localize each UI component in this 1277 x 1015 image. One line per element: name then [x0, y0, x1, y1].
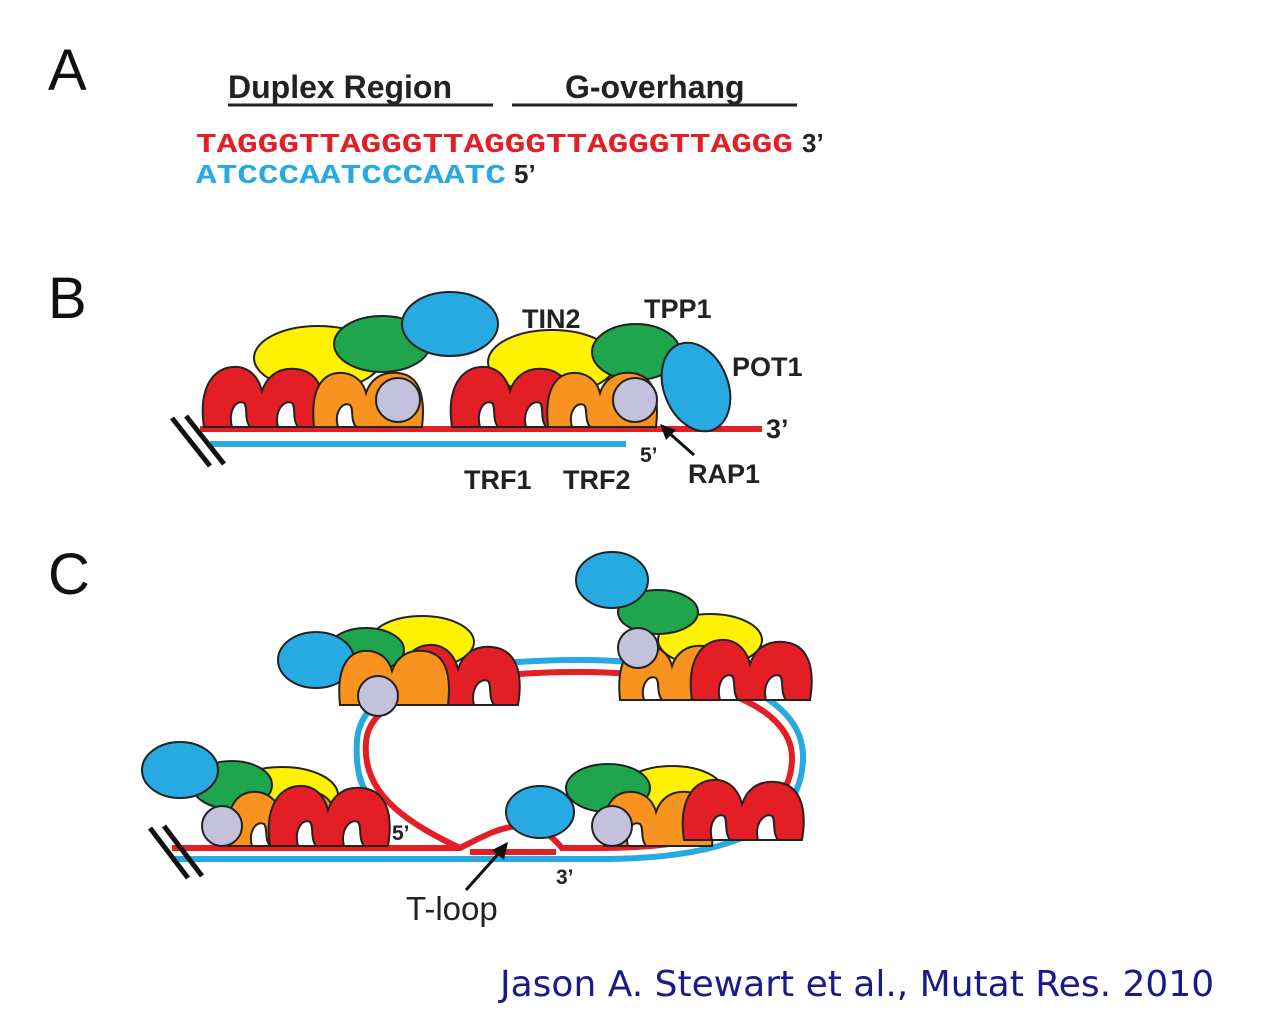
shelterin-complex-c2	[277, 615, 521, 717]
label-rap1: RAP1	[688, 459, 760, 489]
rap1-protein	[617, 627, 659, 669]
tloop-label: T-loop	[406, 890, 498, 927]
g-strand-3prime: 3’	[802, 128, 824, 158]
panel-c-letter: C	[48, 542, 90, 607]
shelterin-complex-left	[201, 291, 499, 428]
break-mark	[148, 826, 190, 880]
panel-b-dna	[170, 414, 762, 468]
panel-a-letter: A	[48, 38, 87, 103]
shelterin-complex-right	[449, 323, 732, 433]
pot1-protein	[141, 741, 219, 799]
citation: Jason A. Stewart et al., Mutat Res. 2010	[498, 964, 1214, 1005]
tpp1-protein	[617, 589, 699, 635]
trf1-protein	[681, 778, 805, 841]
shelterin-complex-c1	[141, 741, 391, 847]
break-mark	[170, 416, 212, 468]
c-strand-5prime: 5’	[514, 159, 536, 189]
c-label-3prime: 3’	[556, 866, 574, 889]
rap1-protein	[612, 377, 658, 423]
pot1-protein	[401, 291, 499, 357]
c-label-5prime: 5’	[392, 822, 410, 845]
rap1-protein	[357, 675, 399, 717]
panel-b-letter: B	[48, 266, 87, 331]
label-tin2: TIN2	[522, 304, 581, 334]
pot1-protein	[575, 551, 649, 609]
label-3prime: 3’	[766, 414, 789, 444]
pot1-protein	[505, 785, 575, 839]
pot1-protein	[660, 341, 732, 433]
rap1-protein	[375, 377, 421, 423]
rap1-arrow	[660, 424, 695, 457]
rap1-protein	[201, 805, 243, 847]
label-5prime: 5’	[640, 444, 658, 467]
label-trf2: TRF2	[563, 465, 631, 495]
label-trf1: TRF1	[464, 465, 532, 495]
label-tpp1: TPP1	[644, 294, 712, 324]
c-strand-sequence: ATCCCAATCCCAATC	[196, 162, 506, 192]
shelterin-complex-c4	[505, 763, 805, 847]
shelterin-complex-c3	[575, 551, 813, 701]
g-overhang-header: G-overhang	[565, 69, 745, 105]
tloop-arrow	[464, 842, 508, 892]
rap1-protein	[591, 805, 633, 847]
duplex-region-header: Duplex Region	[228, 69, 452, 105]
g-strand-sequence: TAGGGTTAGGGTTAGGGTTAGGGTTAGGG	[196, 131, 793, 161]
label-pot1: POT1	[732, 352, 803, 382]
